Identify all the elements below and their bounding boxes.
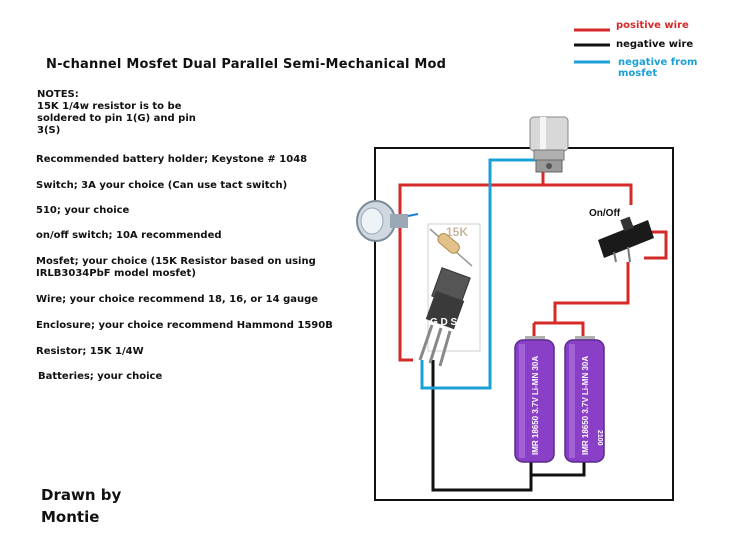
notes-heading: NOTES: [37, 89, 79, 100]
note-line: soldered to pin 1(G) and pin [37, 113, 196, 124]
spec-enclosure: Enclosure; your choice recommend Hammond… [36, 320, 333, 331]
enclosure-outline [374, 147, 674, 501]
battery-right-text: IMR 18650 3.7V Li-MN 30A [581, 356, 590, 455]
drawn-by: Drawn by Montie [41, 484, 121, 528]
positive-wire-switch [543, 183, 633, 205]
spec-wire: Wire; your choice recommend 18, 16, or 1… [36, 294, 319, 305]
resistor-label: 15K [446, 225, 468, 239]
positive-wire-batteries [553, 262, 630, 338]
spec-batteries: Batteries; your choice [38, 371, 163, 382]
battery-right-icon: IMR 18650 3.7V Li-MN 30A 2100 [564, 336, 605, 463]
fire-button-icon [356, 200, 419, 242]
legend-mosfet-label: negative from mosfet [618, 57, 698, 79]
spec-resistor: Resistor; 15K 1/4W [36, 346, 144, 357]
battery-left-icon: IMR 18650 3.7V Li-MN 30A [514, 336, 555, 463]
battery-left-text: IMR 18650 3.7V Li-MN 30A [531, 356, 540, 455]
note-line: 15K 1/4w resistor is to be [37, 101, 182, 112]
connector-510-icon [529, 116, 569, 173]
mosfet-negative-wire [420, 158, 538, 390]
spec-mosfet-model: IRLB3034PbF model mosfet) [36, 268, 196, 279]
legend-negative-label: negative wire [616, 39, 694, 50]
spec-switch: Switch; 3A your choice (Can use tact swi… [36, 180, 288, 191]
spec-mosfet: Mosfet; your choice (15K Resistor based … [36, 256, 316, 267]
diagram-title: N-channel Mosfet Dual Parallel Semi-Mech… [46, 57, 447, 72]
switch-label: On/Off [589, 208, 621, 219]
notes-block: NOTES: 15K 1/4w resistor is to be solder… [37, 89, 367, 137]
drawn-by-line: Drawn by [41, 486, 122, 504]
battery-capacity: 2100 [596, 430, 603, 446]
legend-positive-label: positive wire [616, 20, 689, 31]
spec-onoff-switch: on/off switch; 10A recommended [36, 230, 222, 241]
mosfet-pin-labels: G D S [430, 317, 458, 328]
positive-wire-510 [398, 170, 545, 362]
mosfet-icon [418, 267, 471, 367]
spec-battery-holder: Recommended battery holder; Keystone # 1… [36, 154, 308, 165]
note-line: 3(S) [37, 125, 61, 136]
slide-switch-icon [598, 216, 654, 263]
resistor-icon [429, 228, 473, 267]
author-name: Montie [41, 508, 100, 526]
positive-wire-switch-loop [644, 230, 668, 260]
negative-wire-batteries [531, 462, 586, 477]
spec-510: 510; your choice [36, 205, 130, 216]
